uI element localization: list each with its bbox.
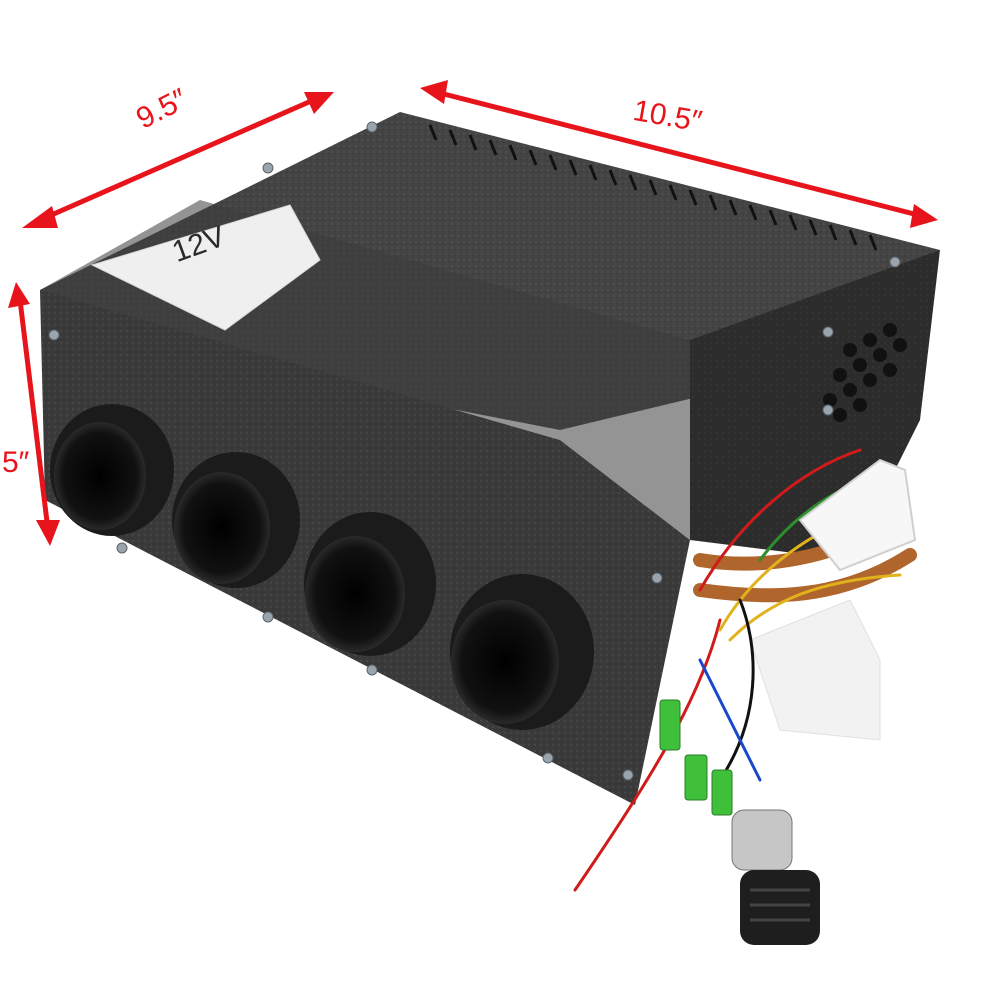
screws: [48, 121, 901, 781]
side-vent-holes: [823, 323, 907, 422]
air-outlets: [50, 404, 594, 730]
dimension-arrows: [8, 80, 938, 546]
air-outlet-2: [172, 452, 300, 588]
rotary-switch: [731, 809, 820, 945]
top-vent-slots: [428, 124, 878, 251]
dimension-height-label: 5″: [2, 446, 30, 479]
air-outlet-4: [450, 574, 594, 730]
green-connectors: [659, 699, 733, 816]
foam-block: [749, 599, 881, 741]
air-outlet-3: [304, 512, 436, 656]
voltage-sticker: [90, 204, 321, 331]
air-outlet-1: [50, 404, 174, 536]
white-connector: [798, 458, 917, 572]
